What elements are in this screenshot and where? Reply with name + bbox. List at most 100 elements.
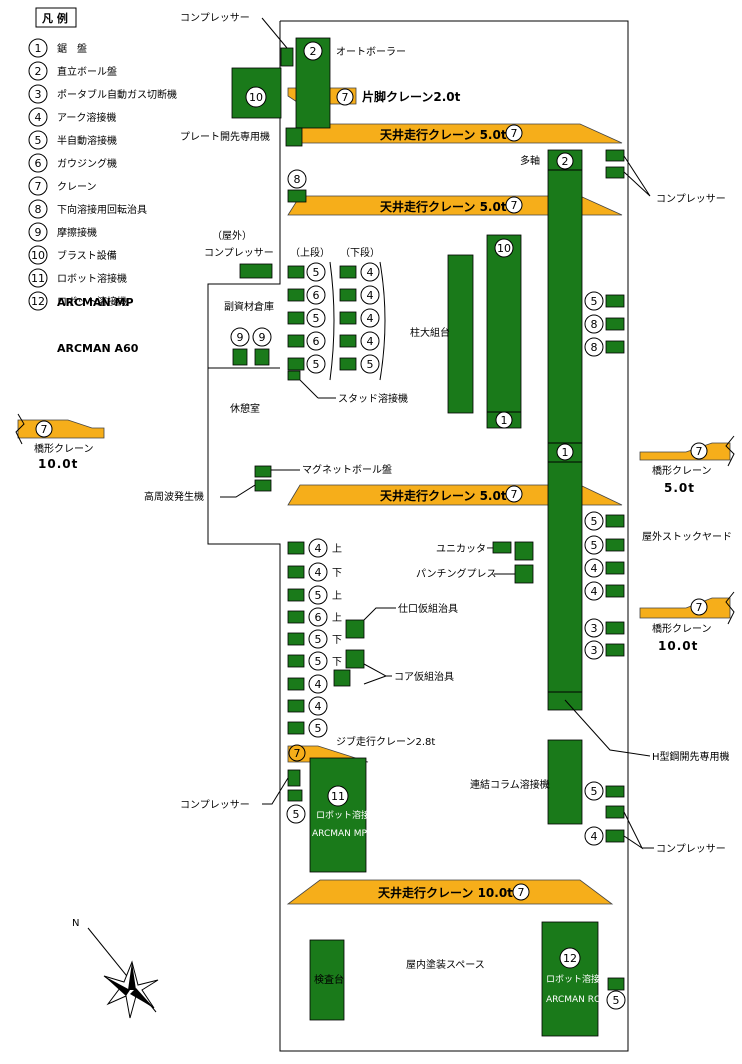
svg-text:6: 6 — [313, 289, 320, 302]
right-machine-number: 4 — [584, 581, 604, 601]
svg-text:直立ボール盤: 直立ボール盤 — [57, 65, 117, 78]
welder-box — [287, 357, 305, 371]
level-label: 上 — [332, 612, 342, 624]
svg-text:3: 3 — [35, 88, 42, 101]
welder-number: 5 — [308, 718, 328, 738]
right-machine-number: 8 — [584, 337, 604, 357]
svg-text:連結コラム溶接機: 連結コラム溶接機 — [470, 778, 550, 791]
svg-text:ARCMAN RON: ARCMAN RON — [546, 995, 608, 1005]
label-compressor-right-top: コンプレッサー — [623, 155, 726, 205]
svg-text:9: 9 — [237, 331, 244, 344]
svg-text:4: 4 — [35, 111, 42, 124]
welder-number: 4 — [308, 696, 328, 716]
north-label: N — [72, 918, 79, 929]
gantry-crane-left: 7 橋形クレーン 10.0t — [15, 413, 105, 471]
svg-text:5: 5 — [315, 722, 322, 735]
svg-text:8: 8 — [294, 173, 301, 186]
svg-text:7: 7 — [294, 747, 301, 760]
svg-text:多軸: 多軸 — [520, 154, 540, 167]
right-machine-number: 3 — [584, 618, 604, 638]
right-machine-number: 5 — [584, 535, 604, 555]
svg-text:7: 7 — [518, 886, 525, 899]
svg-text:ロボット溶接機: ロボット溶接機 — [57, 295, 127, 308]
svg-text:8: 8 — [591, 318, 598, 331]
svg-text:4: 4 — [367, 312, 374, 325]
welder-box — [287, 565, 305, 579]
svg-text:5: 5 — [315, 655, 322, 668]
svg-text:橋形クレーン: 橋形クレーン — [34, 442, 94, 455]
svg-text:6: 6 — [313, 335, 320, 348]
svg-text:5: 5 — [313, 358, 320, 371]
svg-text:パンチングプレス: パンチングプレス — [416, 567, 497, 580]
svg-text:鋸 盤: 鋸 盤 — [57, 42, 87, 55]
label-compressor-top: コンプレッサー — [180, 12, 288, 49]
svg-text:5: 5 — [367, 358, 374, 371]
welder-box — [287, 288, 305, 302]
svg-text:橋形クレーン: 橋形クレーン — [652, 464, 712, 477]
svg-text:H型鋼開先専用機: H型鋼開先専用機 — [652, 750, 730, 763]
compressor-right-1 — [605, 149, 625, 162]
welder-number: 4 — [308, 562, 328, 582]
svg-text:7: 7 — [696, 601, 703, 614]
svg-text:7: 7 — [41, 423, 48, 436]
svg-text:9: 9 — [35, 226, 42, 239]
right-machine-box — [605, 340, 625, 354]
svg-text:片脚クレーン2.0t: 片脚クレーン2.0t — [362, 89, 461, 104]
svg-text:ガウジング機: ガウジング機 — [57, 157, 117, 170]
right-machine-box — [605, 538, 625, 552]
svg-text:コンプレッサー: コンプレッサー — [656, 193, 726, 205]
right-machine-box — [605, 643, 625, 657]
robot-welder-arcman-ron: 12 ロボット溶接機 ARCMAN RON 5 — [541, 921, 626, 1037]
svg-text:高周波発生機: 高周波発生機 — [144, 490, 204, 503]
svg-text:10.0t: 10.0t — [658, 639, 698, 653]
welder-number: 5 — [308, 651, 328, 671]
welder-number: 6 — [308, 607, 328, 627]
welder-box — [287, 632, 305, 646]
welder-box — [287, 654, 305, 668]
svg-text:7: 7 — [511, 488, 518, 501]
level-label: 下 — [332, 568, 342, 579]
svg-text:2: 2 — [562, 155, 569, 168]
welder-group-header: （上段） （下段） — [290, 246, 386, 381]
overhead-crane-mid: 天井走行クレーン 5.0t 7 — [287, 484, 623, 506]
north-compass-icon: N — [72, 918, 159, 1019]
svg-text:アーク溶接機: アーク溶接機 — [57, 111, 116, 124]
svg-text:4: 4 — [367, 335, 374, 348]
legend-sub-12: ARCMAN A60 — [57, 342, 139, 355]
rest-room-label: 休憩室 — [230, 402, 260, 415]
svg-text:4: 4 — [315, 542, 322, 555]
svg-text:半自動溶接機: 半自動溶接機 — [57, 134, 117, 147]
svg-text:天井走行クレーン 5.0t: 天井走行クレーン 5.0t — [380, 127, 507, 142]
svg-text:5: 5 — [315, 589, 322, 602]
svg-text:オートボーラー: オートボーラー — [336, 46, 406, 58]
svg-text:ARCMAN MP: ARCMAN MP — [312, 829, 368, 839]
svg-text:6: 6 — [315, 611, 322, 624]
right-machine-number: 8 — [584, 314, 604, 334]
welder-box — [287, 588, 305, 602]
sub-material-storage: 副資材倉庫 9 9 — [224, 300, 274, 366]
svg-text:9: 9 — [259, 331, 266, 344]
svg-text:10: 10 — [497, 242, 511, 255]
svg-text:マグネットボール盤: マグネットボール盤 — [302, 463, 392, 476]
compressor-right-2 — [605, 166, 625, 179]
compressor-top — [280, 47, 294, 67]
svg-text:3: 3 — [591, 644, 598, 657]
right-machine-number: 5 — [584, 291, 604, 311]
level-label: 下 — [332, 635, 342, 646]
right-machine-box — [605, 584, 625, 598]
right-machine-number: 3 — [584, 640, 604, 660]
rotating-jig-8-top: 8 — [287, 169, 307, 203]
welder-box — [339, 311, 357, 325]
svg-text:コンプレッサー: コンプレッサー — [204, 247, 274, 259]
svg-text:クレーン: クレーン — [57, 181, 97, 193]
right-machine-box — [605, 561, 625, 575]
welder-box — [287, 699, 305, 713]
indoor-paint-space-label: 屋内塗装スペース — [406, 958, 485, 971]
